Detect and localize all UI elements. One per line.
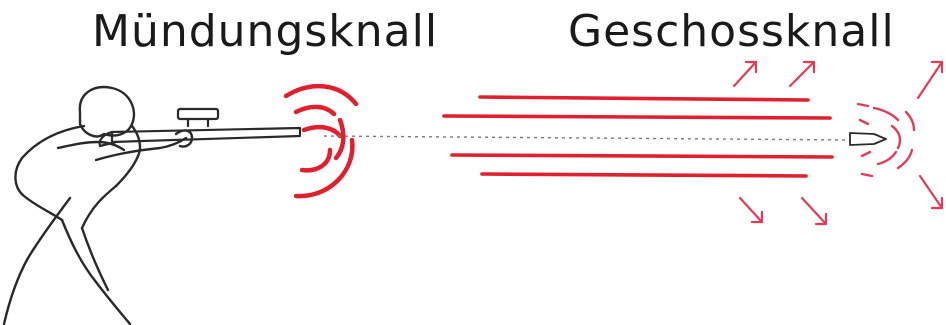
muzzle-arc-low-outer	[293, 137, 355, 199]
bow-dash-1	[872, 106, 900, 122]
bow-dash-7	[860, 172, 874, 178]
shock-line-2	[442, 114, 832, 120]
shooter-figure	[2, 85, 194, 325]
arrow-far-up-right	[916, 60, 944, 100]
bow-dash-3	[876, 150, 898, 166]
rifle	[98, 107, 302, 148]
muzzle-arc-top-inner	[293, 104, 337, 117]
bow-dash-9	[860, 150, 872, 158]
bow-dash-6	[896, 148, 914, 170]
shooter-chest	[114, 124, 142, 188]
muzzle-arc-top-outer	[283, 83, 359, 107]
trajectory-line	[323, 135, 851, 141]
label-projectile-bang: Geschossknall	[568, 6, 895, 57]
shooter-leg-inner	[80, 226, 110, 292]
shooter-arm-front	[94, 136, 188, 162]
arrow-down-left	[738, 196, 764, 224]
shooter-torso	[14, 124, 86, 222]
sound-direction-arrows	[732, 60, 944, 226]
muzzle-arc-low-inner	[299, 147, 333, 173]
shooter-hip	[80, 184, 118, 230]
label-muzzle-blast: Mündungsknall	[92, 6, 439, 57]
bullet	[849, 132, 887, 146]
muzzle-arc-right	[333, 117, 346, 161]
bow-dash-4	[856, 102, 870, 108]
shooter-head	[78, 85, 136, 138]
shock-wave-lines	[442, 95, 834, 178]
bullet-body	[849, 132, 887, 146]
shock-line-4	[480, 172, 808, 178]
rifle-scope	[176, 107, 220, 121]
bow-dash-2	[890, 124, 902, 150]
muzzle-arc-mid	[301, 124, 343, 139]
shock-line-1	[478, 95, 810, 102]
shooter-leg-back	[2, 196, 72, 325]
bow-dash-5	[904, 110, 916, 132]
shooter-arm-rear	[56, 140, 126, 152]
arrow-up-right	[788, 60, 816, 88]
bow-wave	[856, 102, 916, 178]
shooter-leg-front	[60, 218, 132, 325]
muzzle-blast-waves	[283, 83, 359, 199]
arrow-down-right	[800, 196, 828, 226]
rifle-stock	[98, 130, 118, 148]
arrow-far-down-right	[918, 174, 944, 210]
rifle-barrel	[110, 126, 302, 144]
shock-line-3	[450, 153, 834, 159]
bow-dash-8	[858, 118, 870, 126]
arrow-up-left	[732, 60, 758, 88]
